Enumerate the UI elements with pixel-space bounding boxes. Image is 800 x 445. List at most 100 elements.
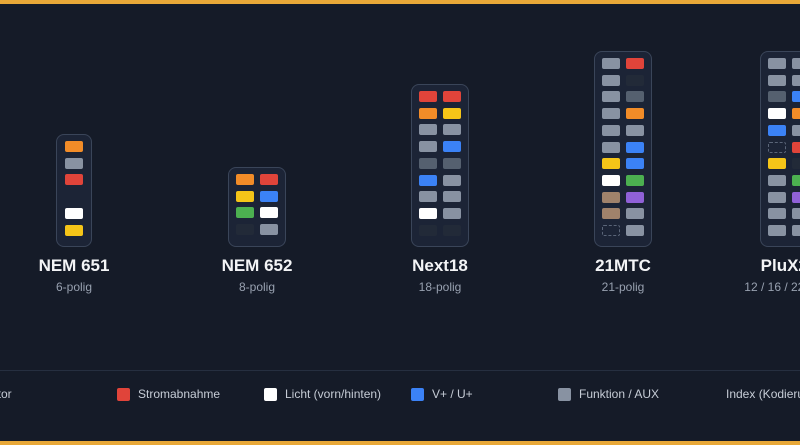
pin-yellow: [236, 190, 254, 202]
pin-grey: [443, 174, 461, 186]
pin-blue: [260, 190, 278, 202]
pin-grey: [419, 124, 437, 136]
pin-green: [236, 207, 254, 219]
connector-pin-count: 21-polig: [601, 280, 645, 294]
pin-orange: [419, 107, 437, 119]
pin-blue: [626, 158, 644, 170]
pin-grey: [602, 58, 620, 69]
pin-dark: [626, 74, 644, 86]
legend-swatch: [705, 388, 718, 401]
pin-index: [602, 225, 620, 236]
pin-slate: [419, 157, 437, 169]
legend: Motor Stromabnahme Licht (vorn/hinten) V…: [0, 380, 800, 410]
connector-pin-count: 12 / 16 / 22-polig: [744, 280, 800, 294]
pin-grey: [768, 208, 786, 220]
pin-yellow: [768, 158, 786, 170]
pin-grey: [792, 58, 800, 69]
pin-blue: [443, 141, 461, 153]
bottom-accent-bar: [0, 441, 800, 445]
legend-label: Licht (vorn/hinten): [285, 387, 382, 401]
pin-grey: [65, 157, 83, 169]
legend-swatch: [264, 387, 277, 401]
pin-grey: [419, 191, 437, 203]
pin-dark: [443, 224, 461, 236]
pin-purple: [626, 191, 644, 203]
pin-red: [419, 91, 437, 102]
pin-grey: [792, 208, 800, 220]
legend-item-motor: Motor: [0, 386, 12, 402]
pin-red: [260, 174, 278, 185]
pin-grey: [626, 124, 644, 136]
pin-grey: [602, 124, 620, 136]
legend-item-index: Index (Kodierung): [705, 386, 800, 402]
pin-blue: [768, 124, 786, 136]
legend-item-funktion: Funktion / AUX: [558, 386, 659, 402]
pin-grey: [768, 225, 786, 236]
pin-red: [792, 141, 800, 153]
pin-white: [65, 207, 83, 219]
legend-item-vplus: V+ / U+: [411, 386, 473, 402]
pin-grey: [602, 91, 620, 103]
pin-orange: [626, 108, 644, 120]
pin-white: [602, 174, 620, 186]
pin-grey: [768, 174, 786, 186]
pin-grey: [626, 208, 644, 220]
pin-grey: [602, 74, 620, 86]
connector-pin-count: 6-polig: [55, 280, 93, 294]
pin-grey: [792, 225, 800, 236]
legend-divider: [0, 370, 800, 371]
top-accent-bar: [0, 0, 800, 4]
legend-label: Motor: [0, 387, 12, 401]
pin-red: [626, 58, 644, 69]
pin-yellow: [65, 224, 83, 236]
pin-grey: [792, 74, 800, 86]
pin-yellow: [443, 107, 461, 119]
pin-brown: [602, 191, 620, 203]
pin-grey: [443, 124, 461, 136]
pin-grey: [260, 224, 278, 236]
pin-grey: [768, 191, 786, 203]
pin-brown: [602, 208, 620, 220]
pin-white: [419, 207, 437, 219]
pin-grey: [602, 141, 620, 153]
pin-grey: [419, 141, 437, 153]
pin-yellow: [602, 158, 620, 170]
pin-grey: [768, 58, 786, 69]
connector-pin-count: 8-polig: [238, 280, 276, 294]
legend-label: Index (Kodierung): [726, 387, 800, 401]
legend-swatch: [558, 387, 571, 401]
pin-slate: [443, 157, 461, 169]
pin-index: [768, 141, 786, 153]
pin-purple: [792, 191, 800, 203]
pin-dark: [236, 224, 254, 236]
pin-slate: [626, 91, 644, 103]
pin-grey: [792, 124, 800, 136]
connector-name: 21MTC: [595, 256, 651, 275]
pin-grey: [443, 207, 461, 219]
pin-orange: [65, 141, 83, 152]
legend-item-licht: Licht (vorn/hinten): [264, 386, 381, 402]
connector-name: NEM 651: [38, 256, 110, 275]
pin-green: [626, 174, 644, 186]
pin-blue: [419, 174, 437, 186]
connector-row: NEM 651 6-polig NEM 652 8-polig Next18 1…: [38, 51, 800, 294]
pin-grey: [768, 74, 786, 86]
pin-slate: [768, 91, 786, 103]
pin-red: [443, 91, 461, 102]
pin-dark: [792, 158, 800, 170]
pin-dark: [419, 224, 437, 236]
legend-swatch: [117, 387, 130, 401]
connector-name: PluX22: [760, 256, 800, 275]
pin-white: [260, 207, 278, 219]
pin-red: [65, 174, 83, 186]
pin-orange: [236, 174, 254, 185]
pin-blue: [626, 141, 644, 153]
pin-orange: [792, 108, 800, 120]
connector-name: Next18: [412, 256, 468, 275]
legend-swatch: [411, 387, 424, 401]
pin-green: [792, 174, 800, 186]
pin-grey: [602, 108, 620, 120]
legend-label: V+ / U+: [432, 387, 473, 401]
connector-pin-count: 18-polig: [418, 280, 462, 294]
legend-label: Funktion / AUX: [579, 387, 660, 401]
